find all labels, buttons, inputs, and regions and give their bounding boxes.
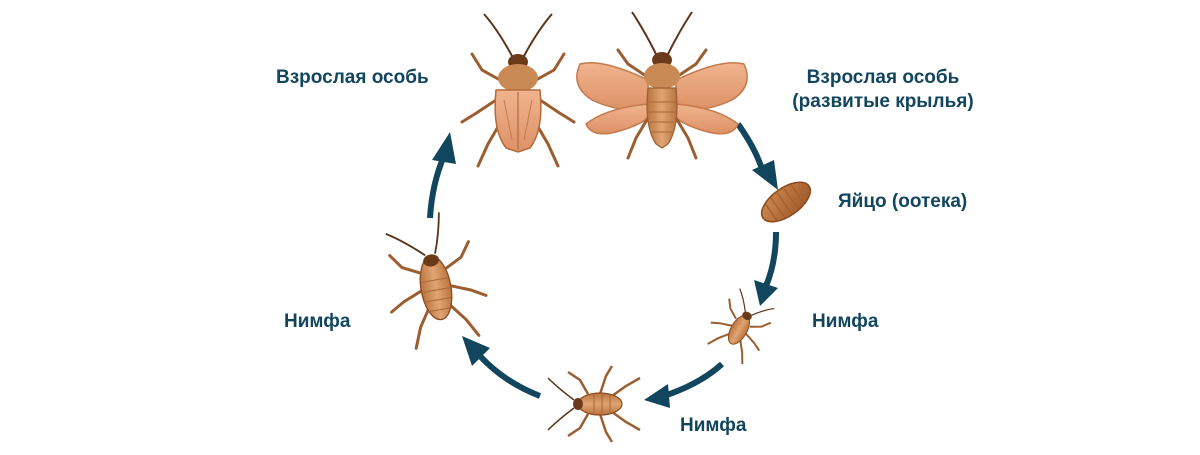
cockroach-winged-icon: [576, 11, 748, 160]
label-adult-winged-line1: Взрослая особь: [806, 67, 960, 88]
cycle-arrow-1: [735, 122, 778, 190]
cycle-arrow-5: [427, 132, 456, 219]
label-nymph-right: Нимфа: [812, 311, 879, 332]
nymph-icon-small: [707, 288, 775, 364]
label-adult: Взрослая особь: [276, 67, 429, 88]
nymph-icon-medium: [547, 365, 641, 443]
label-egg: Яйцо (оотека): [838, 191, 968, 212]
nymph-icon-large: [385, 212, 488, 350]
cockroach-adult-icon: [460, 13, 576, 168]
cycle-arrow-3: [644, 361, 725, 408]
label-adult-winged-line2: (развитые крылья): [792, 91, 974, 112]
ootheca-icon: [760, 181, 812, 223]
label-adult-winged: Взрослая особь (развитые крылья): [768, 66, 998, 114]
cycle-arrow-4: [462, 336, 542, 399]
label-nymph-bottom: Нимфа: [680, 415, 747, 436]
cycle-arrow-2: [754, 231, 779, 306]
label-nymph-left: Нимфа: [284, 311, 351, 332]
